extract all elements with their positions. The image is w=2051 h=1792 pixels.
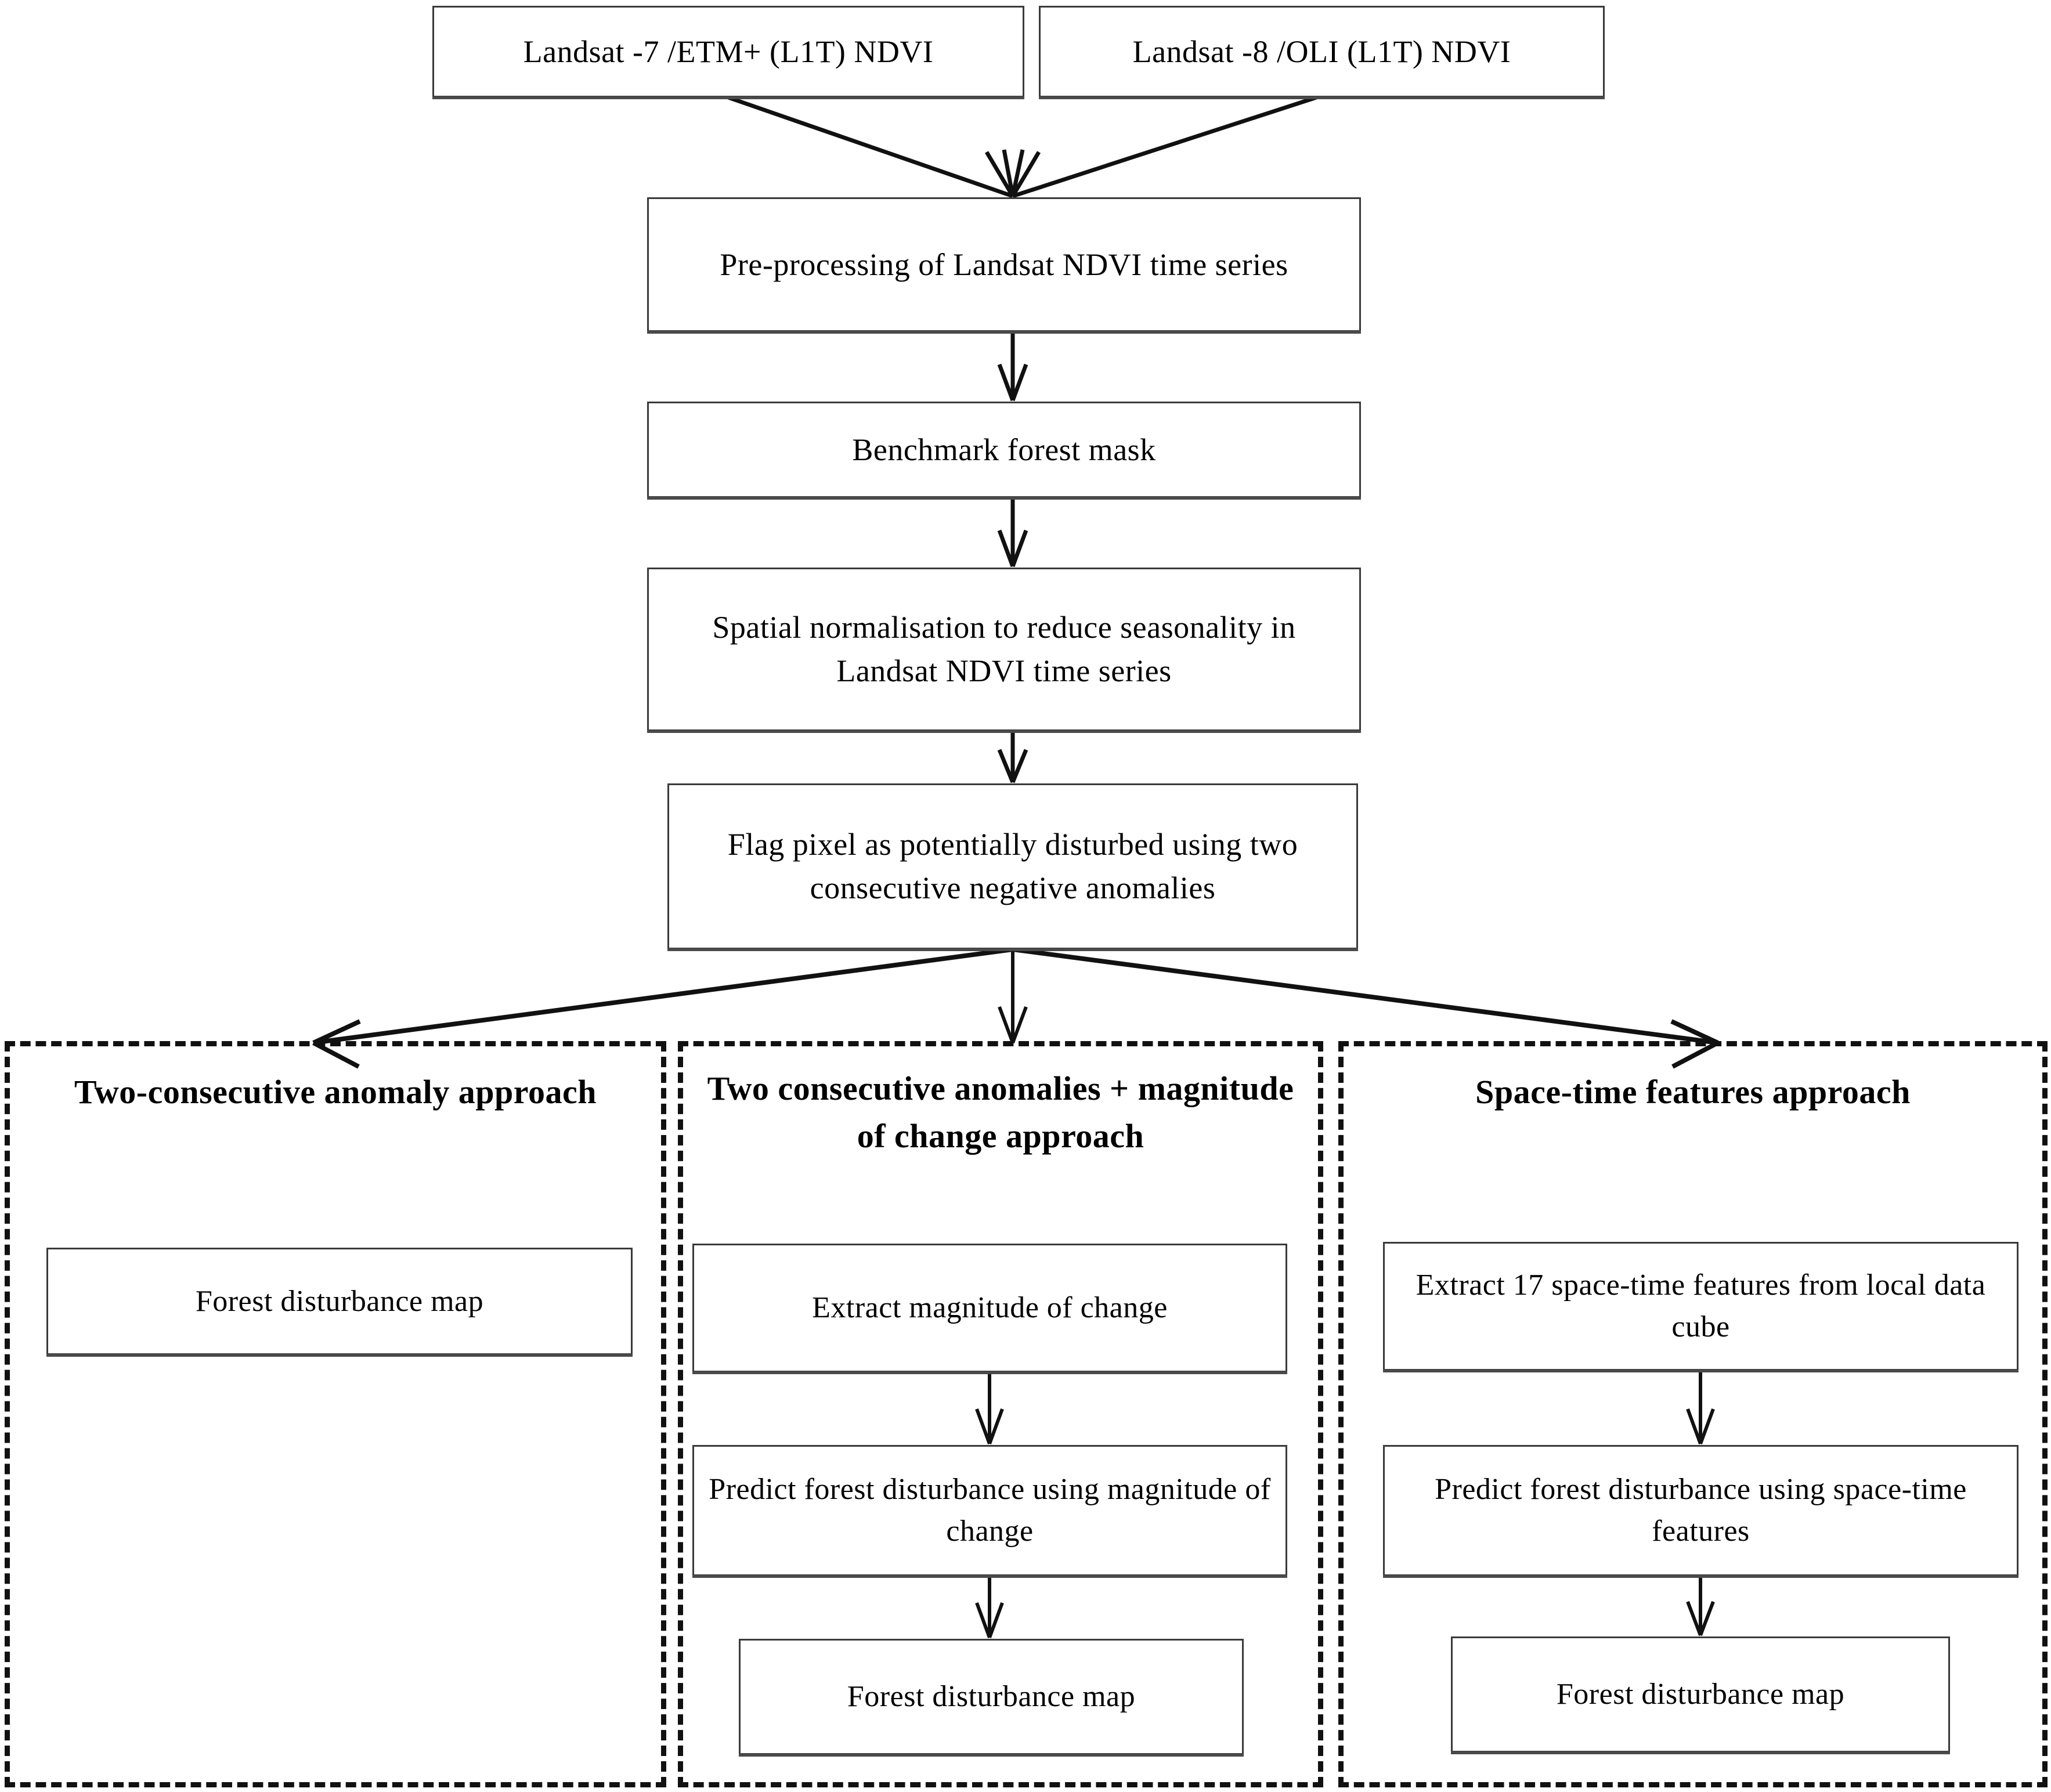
node-preprocessing-label: Pre-processing of Landsat NDVI time seri… — [720, 247, 1288, 282]
panel-two-consecutive-anomaly: Two-consecutive anomaly approach — [5, 1041, 666, 1787]
node-forest-disturbance-map-2-label: Forest disturbance map — [847, 1680, 1136, 1714]
node-flag-pixel[interactable]: Flag pixel as potentially disturbed usin… — [667, 783, 1358, 951]
node-predict-disturbance-magnitude-label: Predict forest disturbance using magnitu… — [709, 1473, 1271, 1548]
arrow-preprocessing-to-benchmark-mask — [997, 332, 1028, 402]
panel-two-consecutive-anomaly-title: Two-consecutive anomaly approach — [74, 1073, 597, 1111]
panel-space-time-features-title: Space-time features approach — [1475, 1073, 1911, 1111]
node-benchmark-forest-mask[interactable]: Benchmark forest mask — [647, 402, 1361, 500]
node-spatial-normalisation-label: Spatial normalisation to reduce seasonal… — [712, 610, 1296, 688]
node-landsat8[interactable]: Landsat -8 /OLI (L1T) NDVI — [1039, 6, 1605, 99]
node-landsat8-label: Landsat -8 /OLI (L1T) NDVI — [1132, 34, 1511, 69]
arrow-benchmark-mask-to-spatial-normalisation — [997, 498, 1028, 568]
node-landsat7-label: Landsat -7 /ETM+ (L1T) NDVI — [523, 34, 934, 69]
node-preprocessing[interactable]: Pre-processing of Landsat NDVI time seri… — [647, 197, 1361, 334]
node-forest-disturbance-map-3-label: Forest disturbance map — [1556, 1678, 1845, 1711]
panel-two-consecutive-anomalies-plus-magnitude-title: Two consecutive anomalies + magnitude of… — [707, 1070, 1294, 1155]
node-extract-magnitude-of-change[interactable]: Extract magnitude of change — [692, 1244, 1287, 1374]
arrow-landsat8-to-preprocessing — [1002, 95, 1317, 198]
node-extract-space-time-features-label: Extract 17 space-time features from loca… — [1416, 1269, 1986, 1343]
node-flag-pixel-label: Flag pixel as potentially disturbed usin… — [727, 827, 1298, 905]
arrow-flag-pixel-to-panel-two — [998, 949, 1028, 1044]
node-predict-disturbance-magnitude[interactable]: Predict forest disturbance using magnitu… — [692, 1445, 1287, 1578]
node-extract-space-time-features[interactable]: Extract 17 space-time features from loca… — [1383, 1242, 2018, 1372]
node-forest-disturbance-map-1[interactable]: Forest disturbance map — [46, 1248, 633, 1357]
panel-space-time-features: Space-time features approach — [1338, 1041, 2048, 1787]
node-extract-magnitude-of-change-label: Extract magnitude of change — [812, 1291, 1168, 1325]
node-forest-disturbance-map-2[interactable]: Forest disturbance map — [739, 1639, 1244, 1757]
panel-two-consecutive-anomalies-plus-magnitude: Two consecutive anomalies + magnitude of… — [678, 1041, 1323, 1787]
node-forest-disturbance-map-1-label: Forest disturbance map — [195, 1284, 484, 1318]
node-predict-disturbance-space-time-label: Predict forest disturbance using space-t… — [1435, 1473, 1967, 1548]
node-spatial-normalisation[interactable]: Spatial normalisation to reduce seasonal… — [647, 568, 1361, 733]
node-benchmark-forest-mask-label: Benchmark forest mask — [852, 432, 1156, 467]
arrow-landsat7-to-preprocessing — [727, 95, 1025, 198]
node-landsat7[interactable]: Landsat -7 /ETM+ (L1T) NDVI — [432, 6, 1024, 99]
node-forest-disturbance-map-3[interactable]: Forest disturbance map — [1451, 1636, 1950, 1754]
arrow-spatial-normalisation-to-flag-pixel — [997, 731, 1028, 783]
node-predict-disturbance-space-time[interactable]: Predict forest disturbance using space-t… — [1383, 1445, 2018, 1578]
